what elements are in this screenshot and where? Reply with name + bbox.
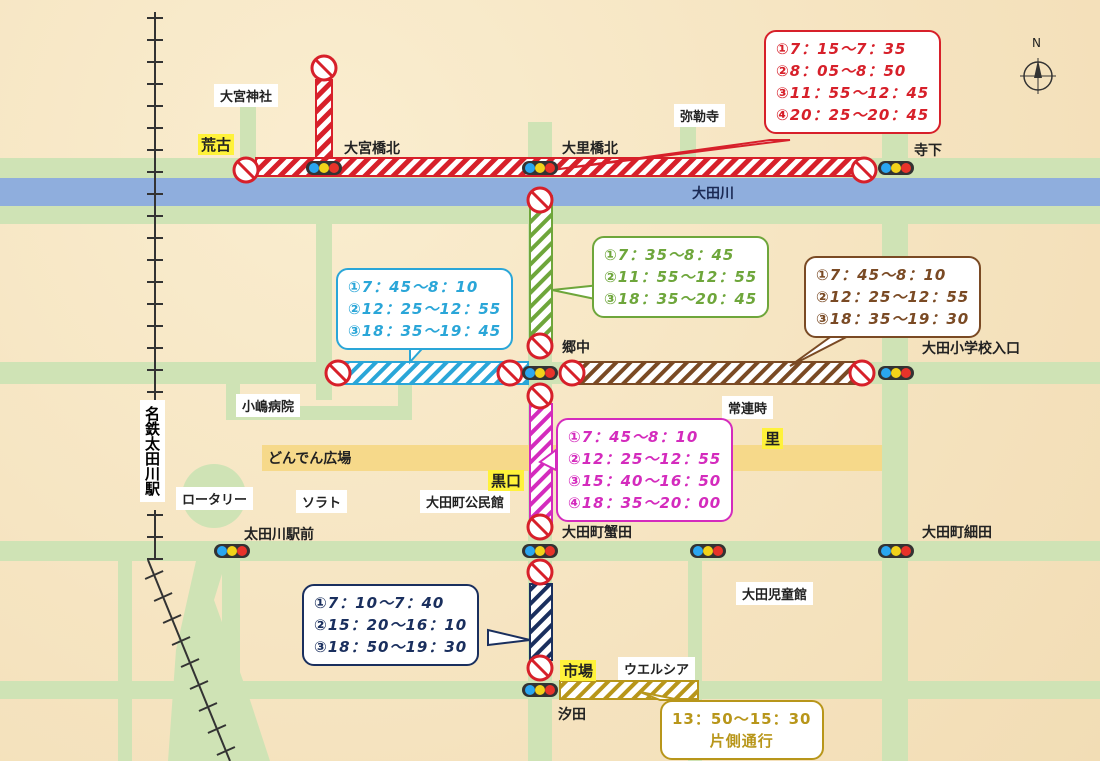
intersection-ekimae: 太田川駅前 — [244, 527, 314, 543]
traffic-light-icon — [306, 161, 342, 175]
no-entry-icon — [526, 654, 554, 682]
river-label: 大田川 — [692, 186, 734, 202]
place-sorato: ソラト — [296, 490, 348, 513]
traffic-light-icon — [878, 366, 914, 380]
station-label: 名鉄太田川駅 — [140, 400, 165, 502]
place-rotary: ロータリー — [176, 487, 254, 510]
place-jotsuji: 常連時 — [722, 396, 774, 419]
place-omiya-shrine: 大宮神社 — [214, 84, 279, 107]
traffic-light-icon — [522, 366, 558, 380]
railway — [147, 12, 231, 761]
traffic-light-icon — [878, 161, 914, 175]
no-entry-icon — [558, 359, 586, 387]
intersection-kanida: 大田町蟹田 — [562, 525, 632, 541]
no-entry-icon — [324, 359, 352, 387]
restricted-road-red-north — [315, 79, 333, 159]
district-ichiba: 市場 — [560, 660, 597, 681]
restricted-road-red — [255, 157, 865, 177]
place-kominkan: 大田町公民館 — [420, 490, 511, 513]
no-entry-icon — [310, 54, 338, 82]
district-sato: 里 — [762, 428, 784, 449]
no-entry-icon — [526, 558, 554, 586]
no-entry-icon — [848, 359, 876, 387]
traffic-light-icon — [522, 161, 558, 175]
north-label: N — [1032, 36, 1041, 50]
no-entry-icon — [526, 186, 554, 214]
no-entry-icon — [850, 156, 878, 184]
intersection-terashita: 寺下 — [914, 143, 942, 159]
traffic-light-icon — [214, 544, 250, 558]
intersection-otashogakko: 大田小学校入口 — [922, 341, 1020, 357]
restricted-road-gold — [559, 680, 699, 700]
place-miroku: 弥勒寺 — [674, 104, 726, 127]
place-kojima: 小嶋病院 — [236, 394, 301, 417]
place-jidokan: 大田児童館 — [736, 582, 814, 605]
traffic-light-icon — [878, 544, 914, 558]
intersection-gochu: 郷中 — [562, 340, 590, 356]
restricted-road-brown — [577, 361, 865, 385]
no-entry-icon — [526, 332, 554, 360]
no-entry-icon — [526, 513, 554, 541]
traffic-light-icon — [690, 544, 726, 558]
traffic-light-icon — [522, 683, 558, 697]
restricted-road-green — [529, 195, 553, 345]
intersection-hosoda: 大田町細田 — [922, 525, 992, 541]
no-entry-icon — [526, 382, 554, 410]
district-kuroguchi: 黒口 — [488, 470, 525, 491]
place-welcia: ウエルシア — [618, 657, 696, 680]
restricted-road-navy — [529, 583, 553, 661]
place-dondenhiroba: どんでん広場 — [268, 451, 352, 467]
intersection-omiyabashi: 大宮橋北 — [344, 141, 400, 157]
intersection-shioda: 汐田 — [558, 707, 586, 723]
intersection-osatobashi: 大里橋北 — [562, 141, 618, 157]
traffic-light-icon — [522, 544, 558, 558]
district-arako: 荒古 — [198, 134, 235, 155]
no-entry-icon — [496, 359, 524, 387]
no-entry-icon — [232, 156, 260, 184]
compass-icon — [1020, 58, 1056, 94]
